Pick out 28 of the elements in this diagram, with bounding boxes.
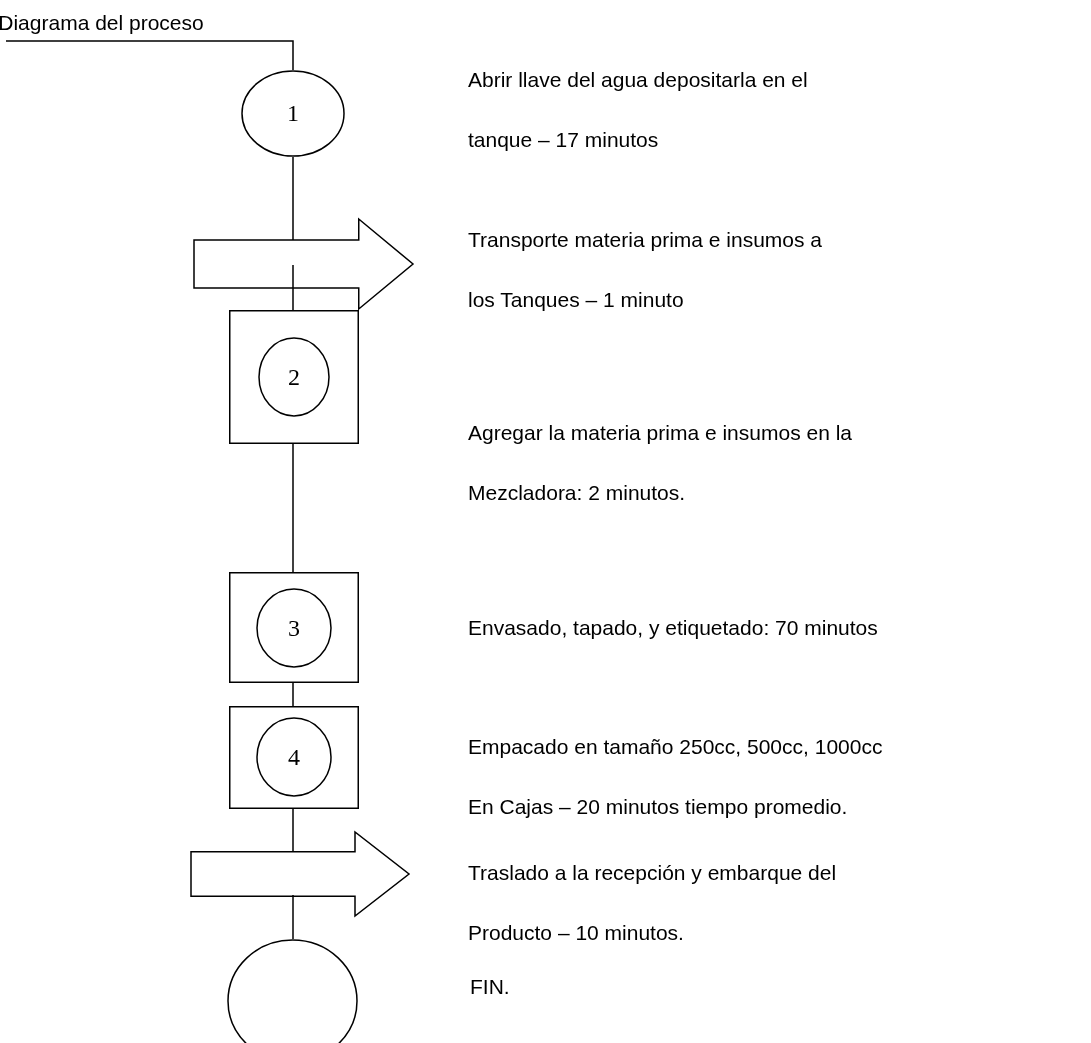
step-number: 3 <box>288 614 300 642</box>
square-box <box>229 572 359 683</box>
square-box <box>229 706 359 809</box>
step-description: Abrir llave del agua depositarla en el tanque – 17 minutos <box>468 67 809 153</box>
circle <box>256 717 332 797</box>
connector-line <box>292 443 294 573</box>
circle <box>258 337 330 417</box>
connector-line <box>292 808 294 853</box>
step-number: 1 <box>287 100 299 127</box>
circle <box>241 70 345 157</box>
step-description: Traslado a la recepción y embarque del Producto – 10 minutos. <box>468 860 838 946</box>
connector-line <box>292 156 294 241</box>
connector-line <box>5 40 294 71</box>
transport-symbol <box>193 218 414 310</box>
step-description: Empacado en tamaño 250cc, 500cc, 1000cc En Cajas – 20 minutos tiempo promedio. <box>468 734 884 820</box>
circle <box>256 588 332 668</box>
square-box <box>229 310 359 444</box>
heading-label: Diagrama del proceso <box>0 11 204 35</box>
step-description: FIN. <box>470 974 511 1000</box>
connector-line <box>292 264 294 311</box>
connector-line <box>292 894 294 940</box>
connector-line <box>292 682 294 707</box>
transport-symbol <box>190 831 410 917</box>
step-description: Agregar la materia prima e insumos en la Mezcladora: 2 minutos. <box>468 420 853 506</box>
step-number: 2 <box>288 363 300 391</box>
step-description: Transporte materia prima e insumos a los Tanques – 1 minuto <box>468 227 824 313</box>
step-description: Envasado, tapado, y etiquetado: 70 minutos <box>468 615 879 641</box>
step-number: 4 <box>288 743 300 771</box>
